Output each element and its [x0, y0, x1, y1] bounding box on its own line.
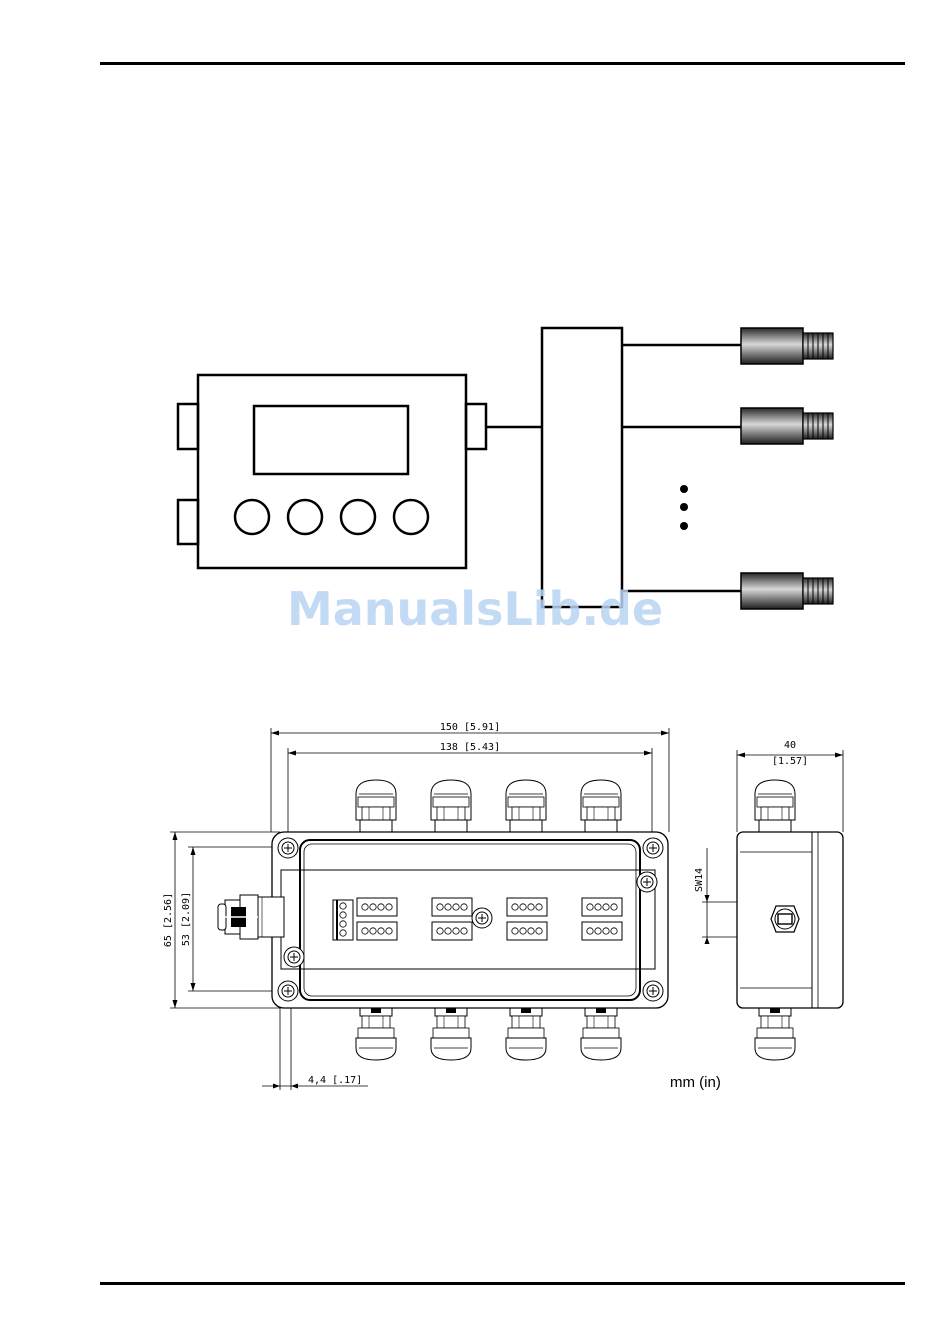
- side-cable-gland: [218, 895, 284, 939]
- dim-height-inner: 53 [2.09]: [181, 892, 192, 946]
- power-terminal: [333, 900, 353, 940]
- dim-height-outer: 65 [2.56]: [163, 893, 174, 947]
- side-gland-bottom: [755, 1002, 795, 1060]
- controller-display: [254, 406, 408, 474]
- wiring-schematic: [178, 328, 833, 609]
- dim-depth-inch: [1.57]: [772, 756, 808, 767]
- dim-offset: 4,4 [.17]: [308, 1075, 362, 1086]
- controller-housing: [198, 375, 466, 568]
- controller-button-1: [235, 500, 269, 534]
- controller-button-2: [288, 500, 322, 534]
- sensor-2: [741, 408, 833, 444]
- terminal-block-1b: [357, 922, 397, 940]
- board-screw-left: [284, 947, 304, 967]
- terminal-block-3a: [507, 898, 547, 916]
- dim-depth-value: 40: [784, 740, 796, 751]
- side-view: 40 [1.57] SW14: [694, 740, 843, 1060]
- sensor-cables: [622, 345, 742, 591]
- dim-width-inner: 138 [5.43]: [440, 742, 500, 753]
- corner-screw-br: [643, 981, 663, 1001]
- controller-left-connector-top: [178, 404, 198, 449]
- board-screw-center: [472, 908, 492, 928]
- terminal-block-4a: [582, 898, 622, 916]
- dim-width-outer: 150 [5.91]: [440, 722, 500, 733]
- cable-gland-bottom-4: [581, 1002, 621, 1060]
- corner-screw-tr: [643, 838, 663, 858]
- terminal-block-4b: [582, 922, 622, 940]
- controller-button-4: [394, 500, 428, 534]
- corner-screw-bl: [278, 981, 298, 1001]
- terminal-block-2a: [432, 898, 472, 916]
- cable-gland-bottom-3: [506, 1002, 546, 1060]
- cable-gland-bottom-2: [431, 1002, 471, 1060]
- sensor-1: [741, 328, 833, 364]
- cable-gland-top-3: [506, 780, 546, 833]
- side-gland-top: [755, 780, 795, 833]
- board-screw-right: [637, 872, 657, 892]
- controller-left-connector-bottom: [178, 500, 198, 544]
- watermark: ManualsLib.de: [0, 582, 950, 636]
- controller-buttons: [235, 500, 428, 534]
- cable-gland-top-1: [356, 780, 396, 833]
- controller-button-3: [341, 500, 375, 534]
- controller-right-connector: [466, 404, 486, 449]
- terminal-block-2b: [432, 922, 472, 940]
- footer-rule: [100, 1282, 905, 1285]
- ellipsis-dots: [680, 485, 688, 530]
- front-view: 150 [5.91] 138 [5.43] 65 [2.56] 53 [2.09…: [163, 722, 669, 1090]
- cable-gland-top-4: [581, 780, 621, 833]
- unit-label: mm (in): [670, 1074, 721, 1091]
- side-gland-hex: [771, 906, 799, 932]
- corner-screw-tl: [278, 838, 298, 858]
- terminal-block-1a: [357, 898, 397, 916]
- terminal-block-3b: [507, 922, 547, 940]
- cable-gland-top-2: [431, 780, 471, 833]
- cable-gland-bottom-1: [356, 1002, 396, 1060]
- dim-wrench-size: SW14: [694, 868, 705, 892]
- junction-box-symbol: [542, 328, 622, 607]
